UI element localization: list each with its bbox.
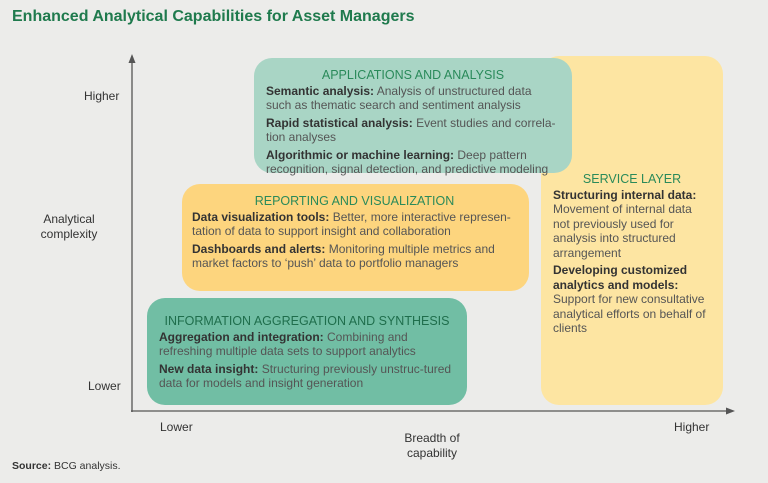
item-term: Dashboards and alerts: [192, 241, 326, 256]
item-term: Developing customized analytics and mode… [553, 263, 688, 292]
box-heading: APPLICATIONS AND ANALYSIS [321, 68, 505, 82]
applications-box: APPLICATIONS AND ANALYSIS Semantic analy… [254, 58, 572, 176]
item-term: New data insight: [159, 361, 259, 376]
box-item: Aggregation and integration: Combining a… [159, 330, 455, 359]
x-axis-label: Breadth of capability [404, 431, 460, 460]
box-item: Developing customized analytics and mode… [553, 263, 711, 336]
box-item: Algorithmic or machine learning: Deep pa… [266, 148, 560, 177]
item-desc: Monitoring multiple metrics and market f… [192, 241, 495, 271]
box-item: Semantic analysis: Analysis of unstructu… [266, 84, 560, 113]
y-axis-high-label: Higher [84, 89, 120, 103]
item-term: Semantic analysis: [266, 83, 375, 98]
box-heading: SERVICE LAYER [582, 172, 682, 186]
item-desc: Analysis of unstructured data such as th… [266, 83, 532, 113]
item-term: Structuring internal data: [553, 187, 697, 202]
box-item: Data visualization tools: Better, more i… [192, 210, 517, 239]
box-item: Rapid statistical analysis: Event studie… [266, 116, 560, 145]
item-term: Rapid statistical analysis: [266, 115, 413, 130]
y-axis-arrow-icon [128, 54, 136, 63]
item-desc: Event studies and correla-tion analyses [266, 115, 556, 145]
item-desc: Deep pattern recognition, signal detecti… [266, 147, 549, 177]
source-label: Source: [12, 460, 52, 472]
item-desc: Combining and refreshing multiple data s… [159, 329, 416, 359]
y-axis-label: Analytical complexity [40, 212, 98, 241]
item-term: Algorithmic or machine learning: [266, 147, 455, 162]
x-axis-arrow-icon [726, 407, 735, 415]
diagram-title: Enhanced Analytical Capabilities for Ass… [12, 8, 415, 25]
item-desc: Structuring previously unstruc-tured dat… [159, 361, 452, 391]
item-desc: Movement of internal data not previously… [553, 202, 692, 260]
item-desc: Better, more interactive represen-tation… [192, 209, 511, 239]
x-axis-low-label: Lower [160, 420, 193, 434]
service-layer-box: SERVICE LAYER Structuring internal data:… [541, 56, 723, 405]
reporting-box: REPORTING AND VISUALIZATION Data visuali… [182, 184, 529, 291]
box-item: Dashboards and alerts: Monitoring multip… [192, 242, 517, 271]
box-heading: INFORMATION AGGREGATION AND SYNTHESIS [164, 314, 450, 328]
item-desc: Support for new consultative analytical … [553, 292, 706, 335]
x-axis-high-label: Higher [674, 420, 710, 434]
box-item: Structuring internal data:Movement of in… [553, 188, 711, 261]
source-note: Source: BCG analysis. [12, 460, 121, 472]
item-term: Aggregation and integration: [159, 329, 324, 344]
box-item: New data insight: Structuring previously… [159, 362, 455, 391]
item-term: Data visualization tools: [192, 209, 330, 224]
box-heading: REPORTING AND VISUALIZATION [254, 194, 455, 208]
information-box: INFORMATION AGGREGATION AND SYNTHESIS Ag… [147, 298, 467, 405]
source-text: BCG analysis. [54, 460, 121, 472]
y-axis-low-label: Lower [88, 379, 121, 393]
